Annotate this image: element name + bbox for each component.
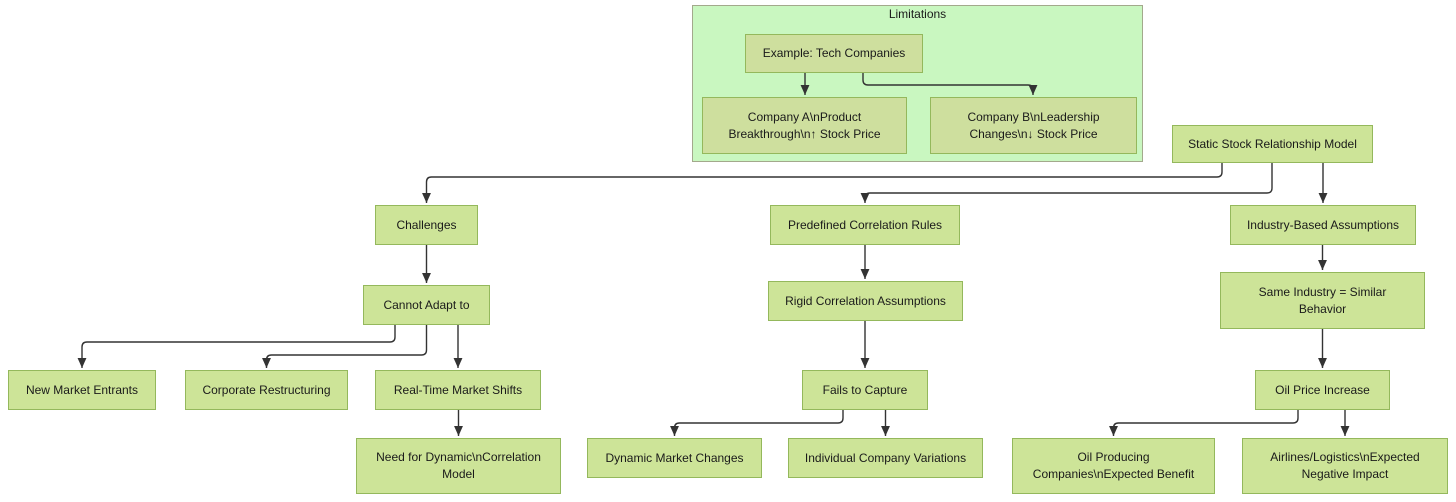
node-individual-company-variations: Individual Company Variations xyxy=(788,438,983,478)
node-cannot-adapt-to: Cannot Adapt to xyxy=(363,285,490,325)
node-fails-to-capture: Fails to Capture xyxy=(802,370,928,410)
node-rigid-correlation-assumptions: Rigid Correlation Assumptions xyxy=(768,281,963,321)
edge-oil-price-to-oil-producing xyxy=(1109,410,1299,436)
node-predefined-correlation-rules: Predefined Correlation Rules xyxy=(770,205,960,245)
node-same-industry-similar-behavior: Same Industry = Similar Behavior xyxy=(1220,272,1425,329)
node-corporate-restructuring: Corporate Restructuring xyxy=(185,370,348,410)
node-realtime-market-shifts: Real-Time Market Shifts xyxy=(375,370,541,410)
node-oil-producing-companies: Oil Producing Companies\nExpected Benefi… xyxy=(1012,438,1215,494)
node-challenges: Challenges xyxy=(375,205,478,245)
node-example-tech-companies: Example: Tech Companies xyxy=(745,34,923,73)
node-oil-price-increase: Oil Price Increase xyxy=(1255,370,1390,410)
edge-example-to-company-b xyxy=(862,73,1038,95)
edge-static-to-predefined xyxy=(860,163,1273,203)
node-need-for-dynamic-correlation-model: Need for Dynamic\nCorrelation Model xyxy=(356,438,561,494)
edge-fails-to-dynamic-changes xyxy=(670,410,844,436)
node-company-b: Company B\nLeadership Changes\n↓ Stock P… xyxy=(930,97,1137,154)
node-new-market-entrants: New Market Entrants xyxy=(8,370,156,410)
node-industry-based-assumptions: Industry-Based Assumptions xyxy=(1230,205,1416,245)
node-static-stock-relationship-model: Static Stock Relationship Model xyxy=(1172,125,1373,163)
limitations-cluster-title: Limitations xyxy=(888,7,947,21)
node-dynamic-market-changes: Dynamic Market Changes xyxy=(587,438,762,478)
edge-cannot-adapt-to-corporate-restructuring xyxy=(262,325,428,368)
edge-cannot-adapt-to-new-market-entrants xyxy=(77,325,396,368)
edge-static-to-challenges xyxy=(422,163,1223,203)
node-company-a: Company A\nProduct Breakthrough\n↑ Stock… xyxy=(702,97,907,154)
node-airlines-logistics: Airlines/Logistics\nExpected Negative Im… xyxy=(1242,438,1448,494)
